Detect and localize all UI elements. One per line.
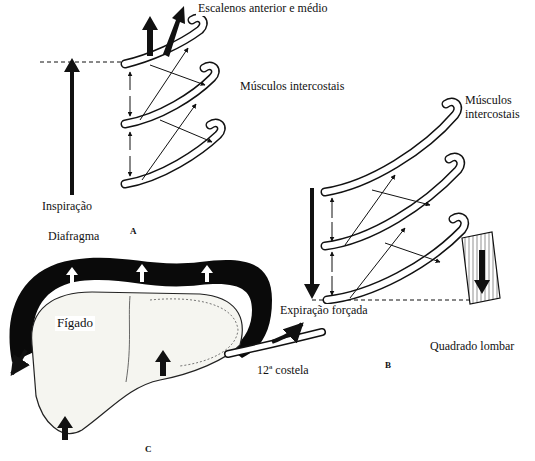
diaphragm-panel (10, 258, 323, 440)
panel-letter: C (143, 444, 154, 454)
muscle-label: Escalenos anterior e médio (196, 2, 330, 16)
muscle-label: Quadrado lombar (428, 340, 516, 354)
liver-lobe-line (126, 296, 130, 382)
expiration-arrow (304, 188, 320, 299)
motion-label: Inspiração (40, 200, 94, 214)
organ-label: Diafragma (46, 230, 101, 244)
level-line (40, 62, 125, 63)
panel-letter: B (383, 360, 393, 370)
motion-label: Expiração forçada (278, 304, 370, 318)
movement-arrow (57, 264, 213, 440)
rib (325, 102, 465, 300)
intercostal-muscle-lines (130, 48, 212, 180)
scalene-arrow (163, 6, 185, 57)
bone-label: 12ª costela (255, 364, 311, 378)
curved-arrow (272, 324, 302, 342)
scalene-arrow (142, 16, 158, 56)
curved-arrow (12, 350, 26, 374)
twelfth-rib (228, 332, 322, 354)
inspiration-arrow (64, 58, 80, 195)
muscle-label: Músculos intercostais (463, 94, 531, 122)
liver (32, 292, 243, 434)
forced-expiration-panel (304, 102, 500, 304)
intercostal-muscle-lines (332, 175, 440, 298)
muscle-label: Músculos intercostais (238, 80, 346, 94)
panel-letter: A (128, 226, 139, 236)
quadratus-lumborum (462, 232, 500, 304)
inspiration-panel (40, 6, 221, 195)
organ-label: Fígado (55, 316, 95, 331)
